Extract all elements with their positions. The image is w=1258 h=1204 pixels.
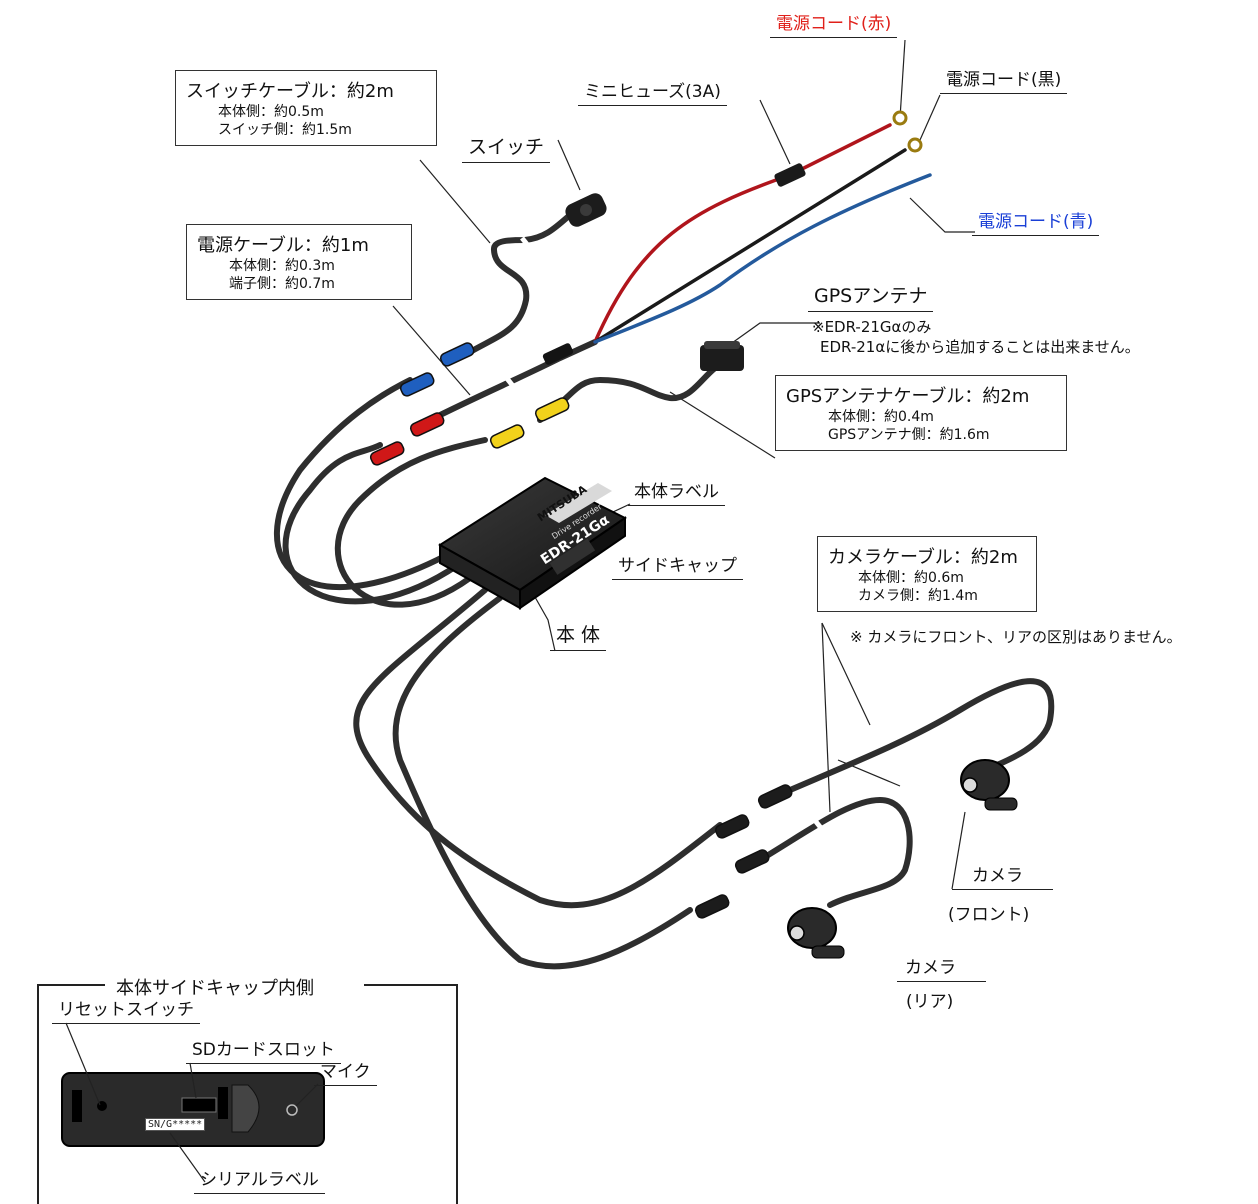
sd-slot-icon bbox=[181, 1097, 217, 1113]
ring-terminal-red-icon bbox=[892, 110, 908, 126]
ring-terminal-black-icon bbox=[907, 137, 923, 153]
switch-cable-box: スイッチケーブル：約2m 本体側：約0.5m スイッチ側：約1.5m bbox=[175, 70, 437, 147]
switch-cable-title: スイッチケーブル：約2m bbox=[186, 81, 394, 102]
switch-label: スイッチ bbox=[462, 136, 551, 163]
gps-cable-line1: 本体側：約0.4m bbox=[828, 409, 934, 425]
gps-antenna-label: GPSアンテナ bbox=[808, 285, 934, 312]
gps-cable-box: GPSアンテナケーブル：約2m 本体側：約0.4m GPSアンテナ側：約1.6m bbox=[775, 375, 1067, 452]
power-cord-red-label: 電源コード(赤) bbox=[770, 14, 898, 39]
camera-front-label: カメラ bbox=[952, 866, 1053, 891]
power-cable-title: 電源ケーブル：約1m bbox=[197, 235, 369, 256]
camera-cable-title: カメラケーブル：約2m bbox=[828, 547, 1018, 568]
switch-icon bbox=[565, 193, 607, 227]
camera-cable-line1: 本体側：約0.6m bbox=[858, 570, 964, 586]
camera-front-sub-label: (フロント) bbox=[948, 905, 1030, 925]
main-body-device bbox=[438, 476, 627, 610]
main-body-label: 本 体 bbox=[550, 624, 607, 651]
power-cable-line1: 本体側：約0.3m bbox=[229, 258, 335, 274]
mini-fuse-icon bbox=[774, 163, 806, 187]
camera-front-icon bbox=[960, 759, 1018, 811]
mini-fuse-label: ミニヒューズ(3A) bbox=[578, 82, 727, 107]
serial-label-plate: SN/G***** bbox=[145, 1118, 206, 1131]
gps-antenna-icon bbox=[700, 341, 744, 371]
connectors bbox=[369, 342, 793, 919]
switch-cable-line1: 本体側：約0.5m bbox=[218, 104, 324, 120]
leader-lines bbox=[392, 39, 975, 890]
camera-rear-icon bbox=[787, 907, 845, 959]
power-cord-blue-label: 電源コード(青) bbox=[972, 212, 1100, 237]
gps-cable-line2: GPSアンテナ側：約1.6m bbox=[828, 427, 990, 444]
cable-sheath-icon bbox=[542, 343, 574, 365]
camera-rear-sub-label: (リア) bbox=[906, 992, 954, 1012]
switch-cable-line2: スイッチ側：約1.5m bbox=[218, 122, 352, 139]
cable-breaks bbox=[503, 236, 852, 830]
serial-label-label: シリアルラベル bbox=[194, 1170, 325, 1195]
gps-note-1: ※EDR-21Gαのみ bbox=[812, 318, 932, 336]
power-cable-line2: 端子側：約0.7m bbox=[229, 276, 335, 293]
inset-title: 本体サイドキャップ内側 bbox=[108, 974, 322, 1000]
cables bbox=[273, 123, 1055, 970]
power-cord-black-label: 電源コード(黒) bbox=[940, 70, 1068, 95]
mic-icon bbox=[286, 1104, 298, 1116]
inset-frame bbox=[37, 984, 458, 1204]
gps-note-2: EDR-21αに後から追加することは出来ません。 bbox=[820, 338, 1140, 356]
main-label-label: 本体ラベル bbox=[628, 482, 725, 507]
camera-rear-label: カメラ bbox=[897, 958, 986, 983]
sd-slot-label: SDカードスロット bbox=[186, 1040, 341, 1065]
mic-label: マイク bbox=[314, 1062, 377, 1087]
reset-switch-label: リセットスイッチ bbox=[52, 1000, 200, 1025]
camera-cable-box: カメラケーブル：約2m 本体側：約0.6m カメラ側：約1.4m bbox=[817, 536, 1037, 613]
gps-cable-title: GPSアンテナケーブル：約2m bbox=[786, 386, 1030, 407]
camera-note: ※ カメラにフロント、リアの区別はありません。 bbox=[850, 628, 1182, 646]
power-cable-box: 電源ケーブル：約1m 本体側：約0.3m 端子側：約0.7m bbox=[186, 224, 412, 301]
side-cap-label: サイドキャップ bbox=[612, 556, 743, 581]
camera-cable-line2: カメラ側：約1.4m bbox=[858, 588, 978, 605]
